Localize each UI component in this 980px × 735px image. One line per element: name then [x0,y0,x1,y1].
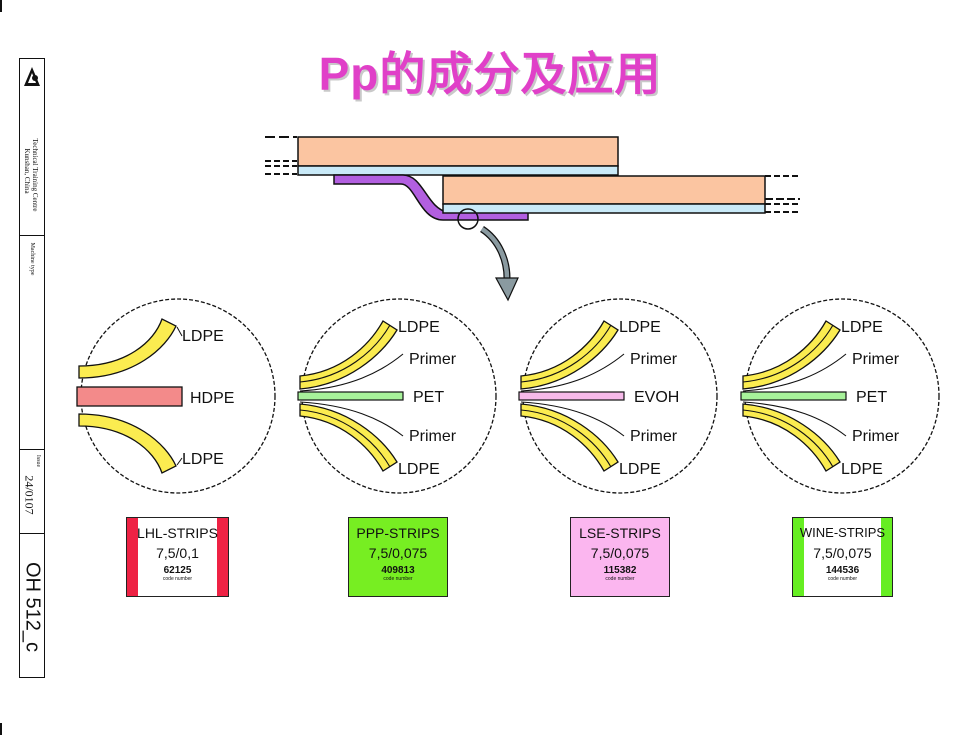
arrow-head-icon [494,277,519,302]
strip-code: 144536 [825,565,860,576]
upper-laminate-paper [297,136,619,167]
strip-name: WINE-STRIPS [799,525,886,540]
primer-upper-line [520,353,625,392]
label-primer-upper: Primer [409,351,457,368]
strip-code-label: code number [605,576,635,582]
primer-lower-line [520,401,625,437]
wine-cross-section: LDPE Primer PET Primer LDPE [740,298,940,494]
strip-code-label: code number [827,576,858,582]
ldpe-lower-layer [78,413,177,474]
strip-code: 409813 [381,565,415,576]
wine-strip-tag: WINE-STRIPS 7,5/0,075 144536 code number [792,517,893,597]
label-ldpe-upper: LDPE [619,319,661,336]
corner-mark-top-left [0,0,2,12]
divider [20,449,44,450]
strip-code-label: code number [383,576,413,582]
strip-code: 62125 [163,565,192,576]
laminate-joint-diagram [265,136,800,302]
ppp-cross-section: LDPE Primer PET Primer LDPE [297,298,497,494]
primer-upper-line [742,353,847,392]
label-ldpe-upper: LDPE [182,328,224,345]
label-hdpe: HDPE [190,390,234,407]
divider [20,235,44,236]
label-primer-upper: Primer [630,351,678,368]
document-id: OH 512_c [21,561,44,653]
page-title: Pp的成分及应用 [318,48,662,100]
primer-lower-line [299,401,404,437]
lse-strip-tag: LSE-STRIPS 7,5/0,075 115382 code number [570,517,670,597]
strip-code: 115382 [603,565,637,576]
label-pet: PET [413,389,444,406]
sealing-strip [333,174,529,221]
org-name: Technical Training Centre [31,138,39,212]
ldpe-upper-layer [78,318,177,379]
issue-date: 24/0107 [22,475,37,515]
strip-spec: 7,5/0,075 [590,545,650,561]
lhl-cross-section: LDPE HDPE LDPE [76,298,276,494]
ppp-strip-tag: PPP-STRIPS 7,5/0,075 409813 code number [348,517,448,597]
evoh-core-layer [518,391,625,401]
corner-mark-bottom-left [0,723,2,735]
strip-name: PPP-STRIPS [356,525,440,541]
org-location: Kunshan, China [23,148,31,194]
lhl-strip-tag: LHL-STRIPS 7,5/0,1 62125 code number [126,517,229,597]
document-info-bar: Technical Training Centre Kunshan, China… [19,58,45,678]
label-ldpe-upper: LDPE [398,319,440,336]
issue-label: Issue [35,454,41,468]
strip-spec: 7,5/0,075 [368,545,428,561]
pet-core-layer [297,391,404,401]
lower-laminate-paper [442,175,766,205]
label-primer-lower: Primer [409,428,457,445]
hdpe-core-layer [76,386,183,407]
label-primer-upper: Primer [852,351,900,368]
primer-lower-line [742,401,847,437]
label-evoh: EVOH [634,389,679,406]
divider [20,533,44,534]
label-primer-lower: Primer [630,428,678,445]
tag-color-bar-right [217,518,228,596]
label-ldpe-lower: LDPE [841,461,883,478]
strip-spec: 7,5/0,1 [156,545,199,561]
upper-laminate-barrier [297,165,619,176]
primer-upper-line [299,353,404,392]
detail-magnifier-circle [457,208,479,230]
label-pet: PET [856,389,887,406]
machine-type-label: Machine type [29,242,35,276]
strip-name: LHL-STRIPS [137,525,218,541]
tag-color-bar-left [793,518,804,596]
pet-core-layer [740,391,847,401]
label-primer-lower: Primer [852,428,900,445]
lse-cross-section: LDPE Primer EVOH Primer LDPE [518,298,718,494]
tag-color-bar-right [881,518,892,596]
label-ldpe-upper: LDPE [841,319,883,336]
strip-spec: 7,5/0,075 [813,545,872,561]
tag-color-bar-left [127,518,138,596]
lower-laminate-barrier [442,203,766,214]
label-ldpe-lower: LDPE [182,451,224,468]
strip-name: LSE-STRIPS [579,525,661,541]
strip-code-label: code number [162,576,193,582]
label-ldpe-lower: LDPE [398,461,440,478]
label-ldpe-lower: LDPE [619,461,661,478]
company-logo [24,67,40,86]
